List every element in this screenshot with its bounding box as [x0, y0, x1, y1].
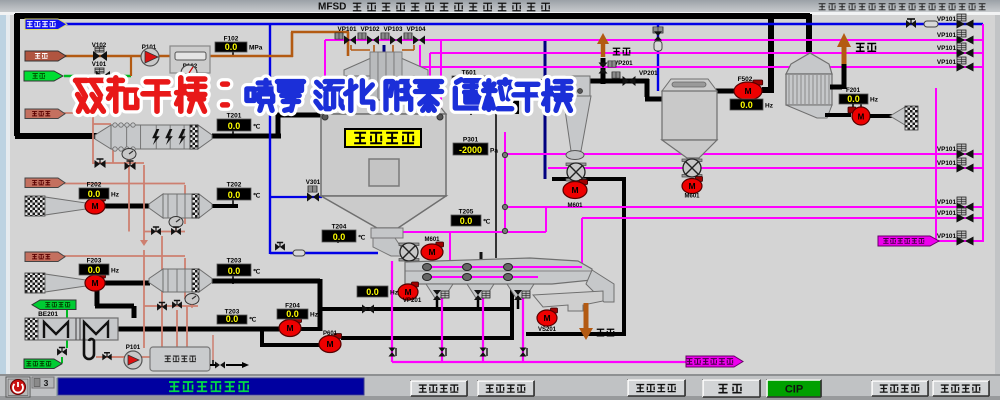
svg-text:VP101: VP101	[937, 16, 957, 23]
svg-text:0.0: 0.0	[228, 266, 241, 276]
svg-text:F102: F102	[224, 36, 239, 43]
svg-text:P601: P601	[323, 331, 338, 337]
svg-text:P301: P301	[463, 137, 479, 144]
svg-text:0.0: 0.0	[286, 309, 299, 319]
svg-text:M: M	[326, 339, 333, 349]
svg-text:Hz: Hz	[111, 268, 120, 275]
svg-text:VP101: VP101	[937, 210, 957, 217]
svg-text:VP201: VP201	[639, 70, 658, 77]
svg-text:0.0: 0.0	[333, 232, 346, 242]
svg-text:Hz: Hz	[390, 290, 399, 297]
svg-text:Hz: Hz	[765, 103, 774, 110]
svg-text:Hz: Hz	[870, 97, 879, 104]
svg-text:F502: F502	[738, 76, 753, 83]
svg-text:VP101: VP101	[937, 199, 957, 206]
svg-text:VP101: VP101	[338, 26, 357, 33]
svg-text:M601: M601	[424, 237, 440, 243]
svg-text:F201: F201	[846, 87, 861, 94]
svg-text:T203: T203	[227, 258, 242, 265]
svg-text:VP201: VP201	[614, 60, 633, 67]
svg-text:-2000: -2000	[459, 145, 482, 155]
svg-text:M: M	[688, 181, 695, 191]
svg-text:BE201: BE201	[38, 311, 58, 318]
svg-text:0.0: 0.0	[228, 190, 241, 200]
svg-text:VP101: VP101	[937, 59, 957, 66]
svg-text:0.0: 0.0	[366, 287, 379, 297]
svg-text:0.0: 0.0	[225, 42, 238, 52]
svg-text:℃: ℃	[253, 123, 261, 131]
svg-text:M601: M601	[567, 203, 583, 209]
svg-text:VP201: VP201	[403, 297, 422, 304]
svg-text:℃: ℃	[483, 218, 491, 226]
svg-text:VP101: VP101	[937, 45, 957, 52]
svg-text:T204: T204	[332, 224, 347, 231]
svg-text:M: M	[744, 86, 751, 96]
svg-text:M: M	[428, 247, 435, 257]
svg-text:℃: ℃	[253, 192, 261, 200]
svg-text:Hz: Hz	[111, 192, 120, 199]
svg-text:Pa: Pa	[490, 148, 498, 155]
svg-text:℃: ℃	[253, 268, 261, 276]
svg-text:VS201: VS201	[538, 327, 557, 333]
svg-text:VP101: VP101	[937, 233, 957, 240]
svg-text:P101: P101	[126, 344, 141, 351]
svg-text:VP104: VP104	[407, 26, 426, 33]
svg-text:Hz: Hz	[310, 312, 319, 319]
svg-text:0.0: 0.0	[460, 216, 473, 226]
svg-text:M: M	[858, 113, 865, 122]
svg-text:VP102: VP102	[361, 26, 380, 33]
svg-text:VP103: VP103	[384, 26, 403, 33]
svg-text:CIP: CIP	[785, 384, 803, 396]
svg-text:0.0: 0.0	[88, 189, 101, 199]
svg-text:M: M	[91, 278, 98, 288]
svg-text:0.0: 0.0	[740, 100, 753, 110]
svg-text:0.0: 0.0	[88, 265, 101, 275]
svg-text:F204: F204	[285, 303, 300, 310]
svg-text:VP101: VP101	[937, 160, 957, 167]
svg-text:T601: T601	[462, 70, 477, 77]
svg-text:T201: T201	[227, 113, 242, 120]
svg-text:V301: V301	[306, 179, 321, 186]
svg-text:M: M	[404, 287, 411, 297]
svg-text:VP101: VP101	[937, 32, 957, 39]
svg-text:M601: M601	[684, 194, 700, 200]
svg-text:T202: T202	[227, 182, 242, 189]
svg-text:℃: ℃	[249, 316, 257, 324]
svg-text:0.0: 0.0	[226, 314, 239, 324]
svg-text:3: 3	[44, 378, 49, 388]
svg-text:MFSD: MFSD	[318, 2, 346, 13]
svg-text:T205: T205	[459, 209, 474, 216]
svg-text:0.0: 0.0	[228, 121, 241, 131]
svg-text:℃: ℃	[358, 234, 366, 242]
svg-text:V102: V102	[92, 42, 107, 49]
svg-text:F202: F202	[87, 182, 102, 189]
svg-text:M: M	[543, 313, 550, 323]
svg-text:F203: F203	[87, 258, 102, 265]
svg-text:V101: V101	[92, 61, 107, 68]
svg-text:0.0: 0.0	[847, 94, 860, 104]
svg-text:VP101: VP101	[937, 146, 957, 153]
svg-text:M: M	[91, 201, 98, 211]
svg-text:M: M	[571, 185, 578, 195]
svg-text:MPa: MPa	[249, 45, 263, 52]
svg-text:M: M	[286, 323, 293, 333]
svg-text:T203: T203	[225, 309, 240, 316]
